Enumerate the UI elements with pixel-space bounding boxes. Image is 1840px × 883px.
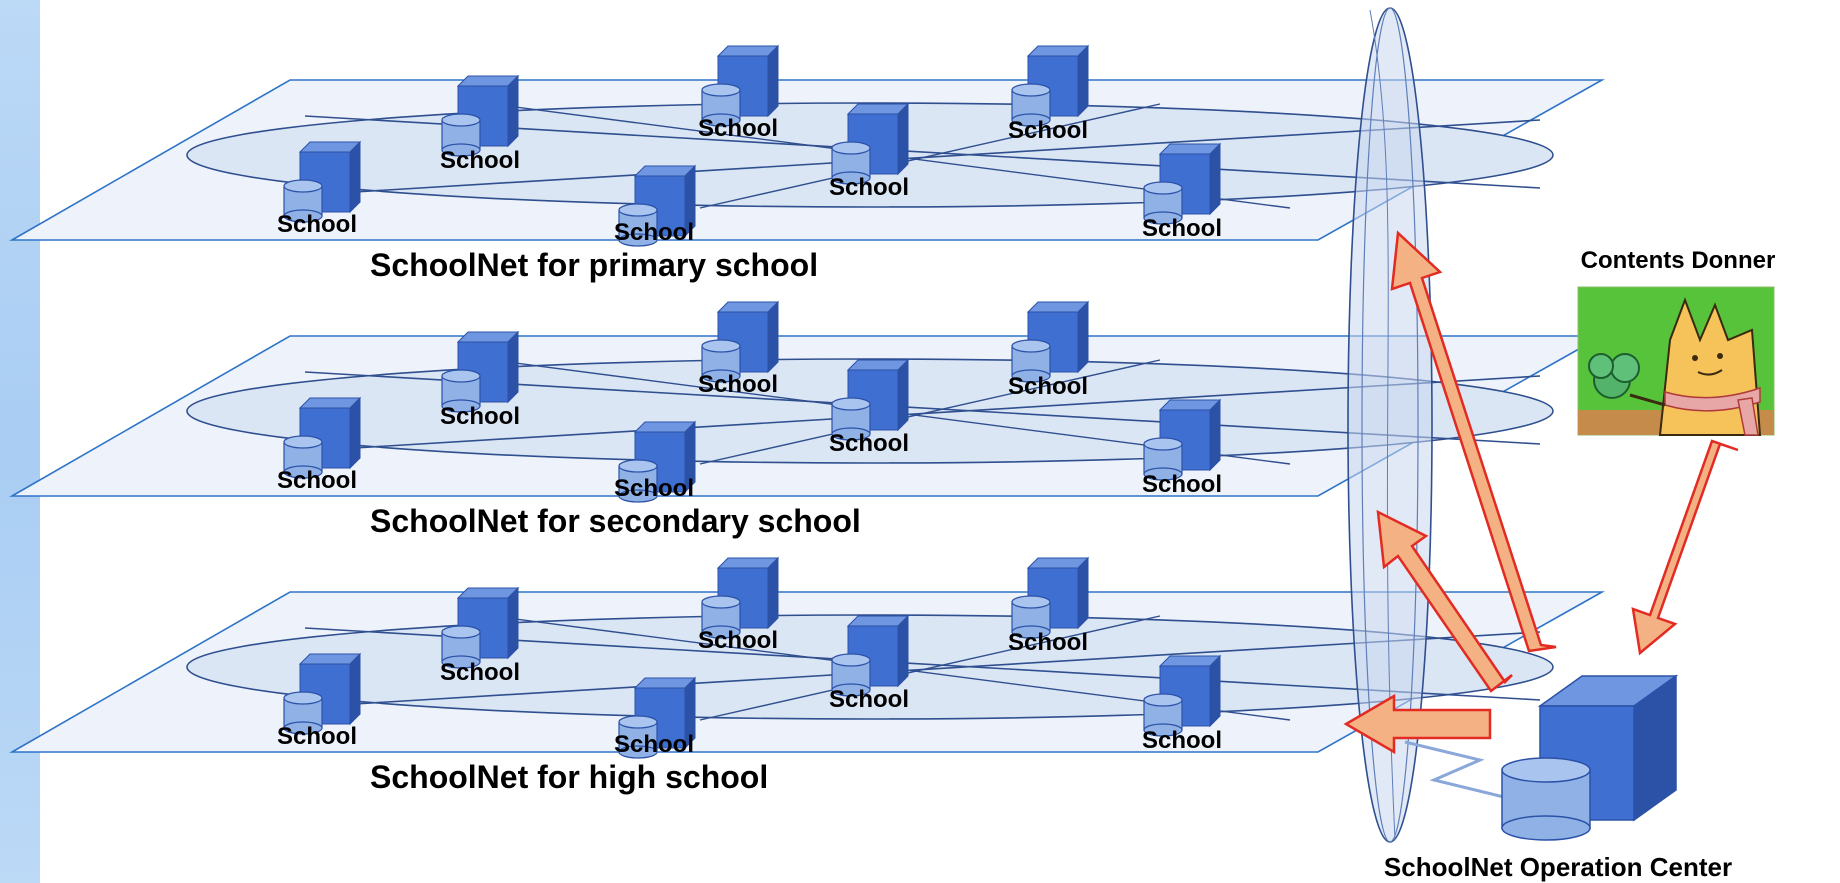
operation-center-label: SchoolNet Operation Center [1384, 852, 1732, 882]
layer-secondary-schools: School School School School School Schoo… [277, 301, 1222, 503]
school-label: School [614, 475, 694, 502]
lightning-link [1404, 740, 1509, 800]
school-server-icon [701, 301, 779, 383]
school-server-icon [1011, 557, 1089, 639]
school-label: School [440, 659, 520, 686]
arrow-to-high [1343, 693, 1492, 755]
layer-caption-secondary: SchoolNet for secondary school [370, 503, 861, 539]
school-label: School [1008, 629, 1088, 656]
school-label: School [277, 211, 357, 238]
school-label: School [698, 115, 778, 142]
school-label: School [1142, 471, 1222, 498]
arrow-donner-to-center [1631, 439, 1739, 656]
school-label: School [1142, 727, 1222, 754]
school-label: School [440, 403, 520, 430]
contents-donner-image [1577, 286, 1775, 436]
school-label: School [277, 467, 357, 494]
school-label: School [829, 430, 909, 457]
school-server-icon [1011, 45, 1089, 127]
school-label: School [277, 723, 357, 750]
arrow-to-primary [1390, 230, 1557, 653]
school-server-icon [1011, 301, 1089, 383]
school-label: School [829, 686, 909, 713]
backbone-ellipse [1347, 7, 1433, 843]
school-label: School [1008, 117, 1088, 144]
school-label: School [1008, 373, 1088, 400]
school-label: School [614, 219, 694, 246]
left-decorative-strip [0, 0, 40, 883]
school-server-icon [701, 45, 779, 127]
school-label: School [1142, 215, 1222, 242]
layer-caption-primary: SchoolNet for primary school [370, 247, 818, 283]
operation-center-server-icon [1501, 674, 1679, 841]
layer-high-schools: School School School School School Schoo… [277, 557, 1222, 759]
school-label: School [698, 371, 778, 398]
school-label: School [829, 174, 909, 201]
arrow-to-secondary [1376, 509, 1513, 693]
school-label: School [614, 731, 694, 758]
layer-primary-schools: School School School School School Schoo… [277, 45, 1222, 247]
layer-caption-high: SchoolNet for high school [370, 759, 768, 795]
contents-donner-label: Contents Donner [1581, 247, 1776, 274]
school-label: School [440, 147, 520, 174]
school-server-icon [701, 557, 779, 639]
school-label: School [698, 627, 778, 654]
